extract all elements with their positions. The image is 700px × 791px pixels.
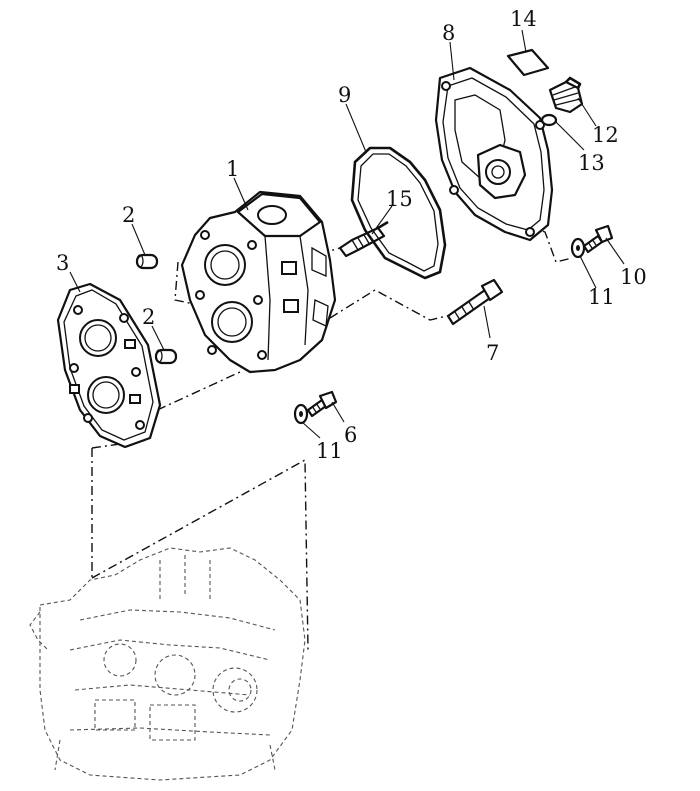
callout-2-upper: 2 bbox=[122, 203, 135, 227]
callout-8: 8 bbox=[442, 21, 455, 45]
washer-upper bbox=[570, 237, 586, 259]
callout-2-lower: 2 bbox=[142, 305, 155, 329]
callout-15: 15 bbox=[386, 187, 413, 211]
callout-14: 14 bbox=[510, 7, 537, 31]
callout-1: 1 bbox=[226, 157, 239, 181]
o-ring bbox=[540, 113, 558, 127]
callout-7: 7 bbox=[486, 341, 499, 365]
oil-filler-cap bbox=[548, 76, 584, 114]
dowel-pin-upper bbox=[135, 253, 159, 270]
head-gasket bbox=[56, 282, 162, 449]
callout-6: 6 bbox=[344, 423, 357, 447]
glow-plug bbox=[338, 220, 389, 258]
rocker-cover bbox=[434, 66, 554, 242]
dowel-pin-lower bbox=[154, 348, 178, 365]
label-plate bbox=[506, 48, 550, 77]
washer-lower bbox=[293, 403, 309, 425]
callout-labels: 1 2 2 3 6 7 8 9 10 11 11 12 13 14 15 bbox=[56, 7, 647, 463]
callout-3: 3 bbox=[56, 251, 69, 275]
small-bolt bbox=[306, 390, 338, 418]
cylinder-head bbox=[180, 190, 337, 374]
callout-12: 12 bbox=[592, 123, 619, 147]
long-bolt bbox=[446, 278, 504, 326]
callout-11-upper: 11 bbox=[588, 285, 615, 309]
callout-10: 10 bbox=[620, 265, 647, 289]
callout-9: 9 bbox=[338, 83, 351, 107]
engine-block-outline bbox=[29, 547, 306, 781]
callout-11-lower: 11 bbox=[316, 439, 343, 463]
callout-13: 13 bbox=[578, 151, 605, 175]
rocker-cover-gasket bbox=[350, 146, 447, 280]
cover-bolt bbox=[582, 224, 614, 254]
leader-lines bbox=[69, 29, 625, 439]
